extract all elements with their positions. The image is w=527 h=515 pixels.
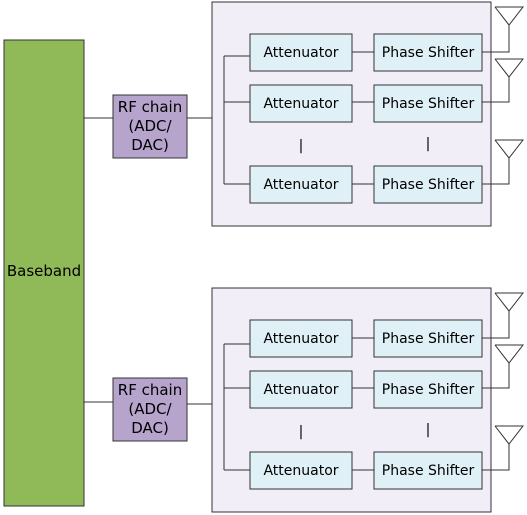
antenna-icon-1-3: [494, 139, 525, 159]
rf-chain-1-line1: RF chain: [118, 98, 182, 116]
antenna-icon-2-3: [494, 425, 525, 445]
phase-shifter-1-2-label: Phase Shifter: [382, 96, 475, 112]
phase-shifter-1-3-label: Phase Shifter: [382, 177, 475, 193]
rf-chain-1-line2: (ADC/: [128, 117, 172, 135]
ellipsis-phase-shifter-2: |: [426, 422, 431, 438]
feed-line-2-2: [482, 363, 510, 389]
phase-shifter-1-1: [373, 33, 483, 72]
attenuator-1-2: [249, 84, 353, 123]
phase-shifter-2-2-label: Phase Shifter: [382, 382, 475, 398]
rf-chain-block-1: [112, 94, 188, 159]
baseband-block: [3, 39, 85, 507]
ellipsis-phase-shifter-1: |: [426, 136, 431, 152]
feed-line-1-3: [482, 158, 510, 185]
attenuator-2-1: [249, 319, 353, 358]
antenna-icon-2-1: [494, 292, 525, 312]
attenuator-2-3: [249, 451, 353, 490]
baseband-label: Baseband: [7, 262, 81, 280]
feed-line-2-1: [482, 311, 510, 339]
phase-shifter-2-3-label: Phase Shifter: [382, 463, 475, 479]
rf-chain-2-line2: (ADC/: [128, 400, 172, 418]
rf-chain-block-2: [112, 377, 188, 442]
attenuator-2-2: [249, 370, 353, 409]
ellipsis-attenuator-1: |: [299, 138, 304, 154]
rf-chain-2-line1: RF chain: [118, 381, 182, 399]
phase-shifter-1-2: [373, 84, 483, 123]
antenna-icon-1-1: [494, 6, 525, 26]
ellipsis-attenuator-2: |: [299, 424, 304, 440]
rf-chain-1-line3: DAC): [131, 136, 169, 154]
antenna-icon-2-2: [494, 344, 525, 364]
attenuator-1-3: [249, 165, 353, 204]
phase-shifter-1-1-label: Phase Shifter: [382, 45, 475, 61]
module-1: RF chain (ADC/ DAC) Attenuator Phase Shi…: [84, 1, 525, 227]
antenna-icon-1-2: [494, 58, 525, 78]
attenuator-1-1: [249, 33, 353, 72]
attenuator-2-2-label: Attenuator: [263, 382, 338, 398]
phase-shifter-2-3: [373, 451, 483, 490]
rf-chain-2-line3: DAC): [131, 419, 169, 437]
phase-shifter-1-3: [373, 165, 483, 204]
attenuator-1-3-label: Attenuator: [263, 177, 338, 193]
module-2: RF chain (ADC/ DAC) Attenuator Phase Shi…: [84, 287, 525, 513]
feed-line-1-2: [482, 77, 510, 103]
attenuator-1-2-label: Attenuator: [263, 96, 338, 112]
feed-line-1-1: [482, 25, 510, 53]
attenuator-1-1-label: Attenuator: [263, 45, 338, 61]
attenuator-2-1-label: Attenuator: [263, 331, 338, 347]
phase-shifter-2-1-label: Phase Shifter: [382, 331, 475, 347]
attenuator-2-3-label: Attenuator: [263, 463, 338, 479]
phase-shifter-2-2: [373, 370, 483, 409]
feed-line-2-3: [482, 444, 510, 471]
